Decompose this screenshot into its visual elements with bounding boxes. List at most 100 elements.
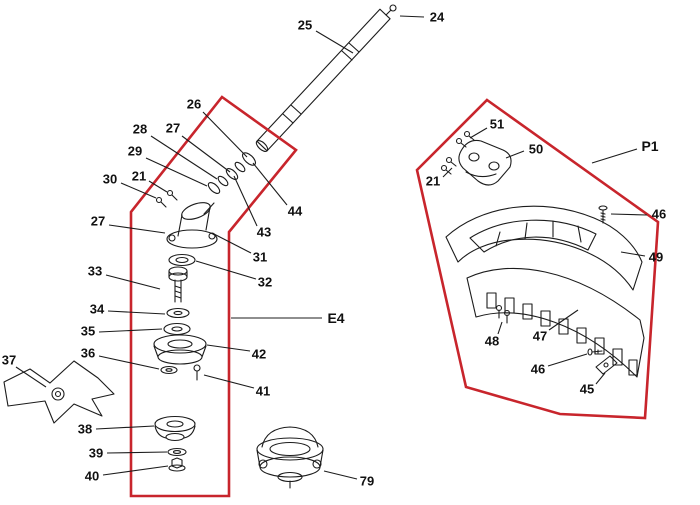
screws-48 xyxy=(495,304,511,324)
washer-36 xyxy=(160,365,178,375)
trimmer-head-79 xyxy=(256,426,324,489)
gear-head-housing xyxy=(166,202,218,249)
screws-21-right xyxy=(440,156,457,175)
group-outline-E4 xyxy=(129,95,298,498)
guard-extension-47 xyxy=(466,267,645,378)
part-label-50: 50 xyxy=(529,142,543,157)
leader-line-40 xyxy=(102,465,169,476)
group-leader-P1 xyxy=(591,148,638,164)
leader-line-48 xyxy=(497,321,503,335)
leader-line-46 xyxy=(610,213,648,216)
part-label-27: 27 xyxy=(166,121,180,136)
leader-line-36 xyxy=(98,355,160,370)
leader-line-27 xyxy=(181,135,231,173)
screw-46-top xyxy=(598,205,608,224)
screw-21-left xyxy=(166,189,178,201)
part-label-26: 26 xyxy=(187,97,201,112)
leader-line-25 xyxy=(315,30,354,54)
group-outlines xyxy=(129,95,660,498)
part-label-31: 31 xyxy=(253,250,267,265)
part-labels: E4 P1 24 25 26 28 27 29 30 21 44 43 31 27 32 33 34 35 36 42… xyxy=(2,10,666,489)
part-label-42: 42 xyxy=(252,347,266,362)
leader-line-51 xyxy=(469,127,488,139)
part-label-33: 33 xyxy=(88,264,102,279)
part-label-45: 45 xyxy=(580,382,594,397)
part-label-25: 25 xyxy=(298,18,312,33)
screws-51 xyxy=(455,130,475,148)
blade-holder-cup-38 xyxy=(154,415,196,442)
shaft-top-pin xyxy=(385,4,397,16)
part-label-79: 79 xyxy=(360,474,374,489)
leader-line-24 xyxy=(399,15,425,18)
guard-shield-49 xyxy=(445,205,643,291)
part-label-27: 27 xyxy=(91,214,105,229)
part-label-47: 47 xyxy=(533,329,547,344)
part-label-41: 41 xyxy=(256,384,270,399)
leader-line-39 xyxy=(106,451,168,454)
drive-shaft-tube xyxy=(255,8,391,152)
group-outline-P1 xyxy=(415,98,660,420)
gear-shaft-33 xyxy=(168,266,188,303)
leader-line-46 xyxy=(547,353,588,367)
leader-line-34 xyxy=(107,310,166,315)
leader-line-29 xyxy=(145,157,208,187)
washer-34 xyxy=(166,307,190,319)
part-label-30: 30 xyxy=(103,172,117,187)
part-label-49: 49 xyxy=(649,250,663,265)
leader-line-49 xyxy=(620,251,646,257)
part-label-24: 24 xyxy=(430,10,445,25)
leader-line-45 xyxy=(595,372,606,385)
leader-line-79 xyxy=(323,470,358,480)
part-label-32: 32 xyxy=(258,275,272,290)
screw-30 xyxy=(155,196,167,208)
part-label-37: 37 xyxy=(2,353,16,368)
bearing-35 xyxy=(163,322,191,336)
shaft-washer-stack xyxy=(207,152,257,194)
part-label-21: 21 xyxy=(426,174,440,189)
part-label-43: 43 xyxy=(257,225,271,240)
leader-line-43 xyxy=(233,175,258,227)
leader-line-35 xyxy=(98,328,163,333)
leader-line-50 xyxy=(505,150,525,159)
washer-39 xyxy=(167,447,187,457)
part-label-51: 51 xyxy=(490,117,504,132)
leader-line-41 xyxy=(203,374,255,389)
leader-line-37 xyxy=(15,366,47,388)
part-label-34: 34 xyxy=(90,302,105,317)
part-label-28: 28 xyxy=(133,122,147,137)
leader-line-32 xyxy=(195,260,257,280)
part-label-35: 35 xyxy=(81,324,95,339)
part-label-46: 46 xyxy=(652,207,666,222)
cutting-blade-37 xyxy=(3,360,115,424)
line-cutter-blade-45 xyxy=(595,355,618,375)
bearing-32 xyxy=(168,253,196,267)
leader-line-26 xyxy=(202,111,248,158)
leader-line-38 xyxy=(95,425,155,430)
leader-line-31 xyxy=(213,233,252,254)
leader-line-42 xyxy=(206,344,251,352)
leader-line-21 xyxy=(148,180,168,193)
leader-line-28 xyxy=(150,135,218,180)
leader-line-30 xyxy=(120,182,157,199)
part-label-38: 38 xyxy=(78,422,92,437)
leader-line-47 xyxy=(548,309,579,331)
part-label-48: 48 xyxy=(485,334,499,349)
group-label-E4: E4 xyxy=(327,310,344,326)
handle-clamp-50 xyxy=(458,139,512,186)
part-label-21: 21 xyxy=(132,169,146,184)
housing-cup-42 xyxy=(153,334,207,365)
part-label-36: 36 xyxy=(81,346,95,361)
group-label-P1: P1 xyxy=(641,138,658,154)
part-drawings xyxy=(3,4,645,489)
lock-nut-40 xyxy=(168,457,186,472)
part-label-39: 39 xyxy=(89,446,103,461)
part-label-46: 46 xyxy=(531,362,545,377)
part-label-29: 29 xyxy=(128,144,142,159)
leader-line-21 xyxy=(442,167,453,178)
bolt-41 xyxy=(193,364,201,381)
screw-46-bottom xyxy=(587,348,603,356)
part-label-44: 44 xyxy=(288,204,303,219)
part-label-40: 40 xyxy=(85,469,99,484)
